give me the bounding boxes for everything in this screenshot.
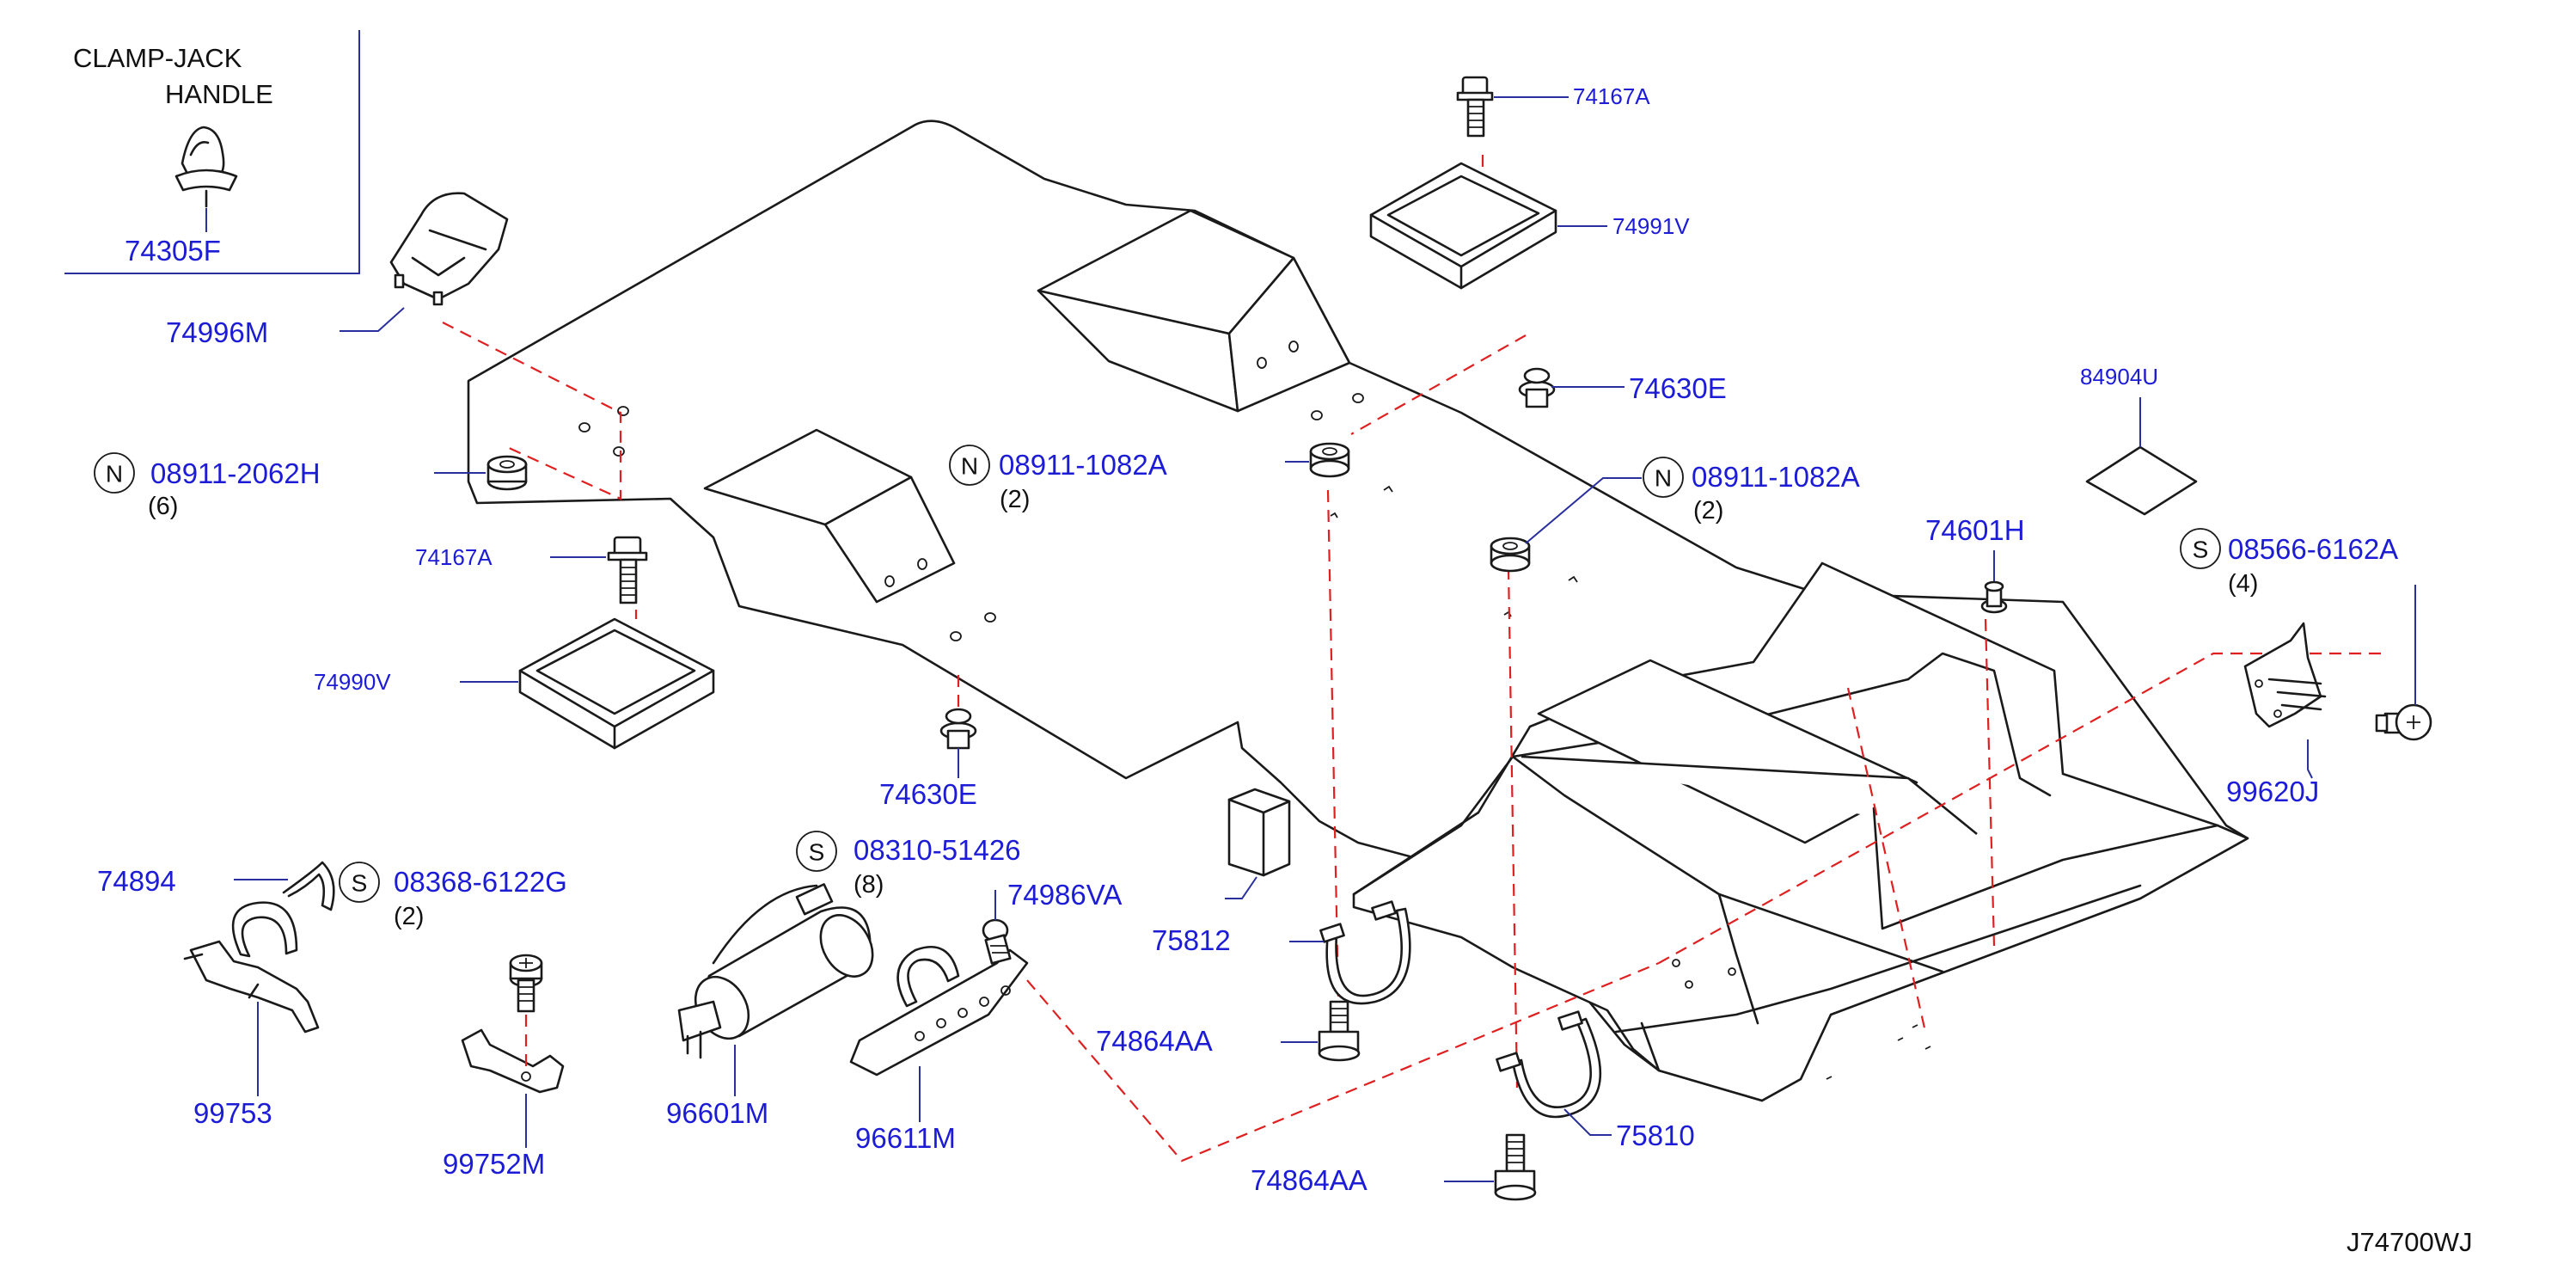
qty-08566-6162A: (4) bbox=[2228, 570, 2258, 598]
part-label-74864AA-lower[interactable]: 74864AA bbox=[1251, 1164, 1368, 1196]
strap-75810-icon bbox=[1496, 1010, 1602, 1119]
symbol-N-08911-1082A-left: N bbox=[949, 445, 990, 486]
bolt-74864AA-lower-icon bbox=[1494, 1133, 1537, 1201]
inset-caption-line2: HANDLE bbox=[165, 79, 273, 109]
svg-text:N: N bbox=[961, 453, 978, 480]
part-label-74864AA-upper[interactable]: 74864AA bbox=[1096, 1025, 1213, 1057]
diagram-code: J74700WJ bbox=[2347, 1227, 2472, 1257]
nut-08911-2062H-icon bbox=[486, 455, 528, 491]
nut-08911-1082A-right-icon bbox=[1490, 537, 1531, 573]
bracket-99752M-icon bbox=[461, 1028, 565, 1094]
qty-08911-2062H: (6) bbox=[148, 493, 178, 520]
symbol-S-08566-6162A: S bbox=[2180, 528, 2221, 569]
installation-lines bbox=[442, 155, 2381, 1163]
svg-text:S: S bbox=[809, 839, 825, 866]
bolt-74864AA-upper-icon bbox=[1318, 1000, 1361, 1062]
clip-74601H-icon bbox=[1980, 580, 2008, 614]
frame-74990V-icon bbox=[518, 617, 715, 750]
bracket-96611M-icon bbox=[849, 945, 1029, 1077]
part-label-75810[interactable]: 75810 bbox=[1616, 1120, 1695, 1151]
part-label-96601M[interactable]: 96601M bbox=[666, 1097, 768, 1129]
fire-extinguisher-96601M-icon bbox=[677, 883, 874, 1059]
part-label-74167A-top[interactable]: 74167A bbox=[1573, 83, 1650, 109]
part-label-74630E-right[interactable]: 74630E bbox=[1629, 372, 1727, 404]
part-label-96611M[interactable]: 96611M bbox=[855, 1122, 956, 1154]
qty-08310-51426: (8) bbox=[854, 871, 884, 899]
part-label-74991V[interactable]: 74991V bbox=[1612, 213, 1690, 239]
symbol-N-08911-1082A-right: N bbox=[1643, 457, 1684, 498]
bracket-74996M-icon bbox=[389, 192, 509, 306]
part-label-08368-6122G[interactable]: 08368-6122G bbox=[394, 866, 567, 898]
svg-text:S: S bbox=[352, 870, 368, 897]
svg-text:N: N bbox=[106, 461, 123, 488]
part-label-74601H[interactable]: 74601H bbox=[1925, 514, 2025, 546]
part-label-74986VA[interactable]: 74986VA bbox=[1007, 879, 1122, 911]
part-label-99752M[interactable]: 99752M bbox=[443, 1148, 545, 1180]
part-label-74996M[interactable]: 74996M bbox=[166, 316, 268, 348]
floor-under-cover bbox=[467, 120, 2249, 1102]
inset-clamp-jack-handle: CLAMP-JACK HANDLE 74305F bbox=[64, 30, 360, 274]
bolt-74167A-top-icon bbox=[1456, 76, 1494, 138]
screw-08310-51426-icon bbox=[982, 918, 1012, 965]
part-label-08911-2062H[interactable]: 08911-2062H bbox=[150, 457, 321, 489]
bolt-74167A-left-icon bbox=[607, 536, 648, 604]
sheet-84904U-icon bbox=[2085, 445, 2198, 516]
nut-08911-1082A-left-icon bbox=[1309, 442, 1350, 478]
part-label-84904U[interactable]: 84904U bbox=[2080, 364, 2158, 390]
panel-markers bbox=[1330, 485, 1931, 1080]
part-label-08310-51426[interactable]: 08310-51426 bbox=[854, 834, 1021, 866]
part-label-08566-6162A[interactable]: 08566-6162A bbox=[2228, 533, 2398, 565]
symbol-S-08310-51426: S bbox=[796, 831, 837, 872]
clamp-clip-icon bbox=[174, 126, 238, 208]
part-label-74305F[interactable]: 74305F bbox=[125, 235, 221, 267]
part-label-74630E-left[interactable]: 74630E bbox=[879, 778, 977, 810]
qty-08911-1082A-left: (2) bbox=[1000, 486, 1030, 513]
screw-08368-6122G-icon bbox=[509, 954, 543, 1013]
part-label-99753[interactable]: 99753 bbox=[193, 1097, 272, 1129]
symbol-S-08368-6122G: S bbox=[339, 862, 380, 903]
part-label-08911-1082A-left[interactable]: 08911-1082A bbox=[999, 449, 1167, 481]
svg-text:S: S bbox=[2193, 537, 2209, 563]
block-75812-icon bbox=[1227, 788, 1291, 877]
inset-caption-line1: CLAMP-JACK bbox=[73, 43, 242, 73]
qty-08368-6122G: (2) bbox=[394, 903, 424, 930]
part-label-74894[interactable]: 74894 bbox=[97, 865, 176, 897]
part-label-75812[interactable]: 75812 bbox=[1152, 924, 1231, 956]
clip-74894-icon bbox=[282, 861, 335, 911]
qty-08911-1082A-right: (2) bbox=[1693, 497, 1723, 525]
grommet-74630E-right-icon bbox=[1518, 367, 1556, 408]
screw-08566-6162A-icon bbox=[2375, 703, 2432, 741]
bracket-99753-icon bbox=[183, 901, 320, 1034]
part-label-74990V[interactable]: 74990V bbox=[314, 669, 391, 695]
svg-text:N: N bbox=[1655, 465, 1672, 492]
bracket-99620J-icon bbox=[2243, 622, 2327, 728]
part-label-74167A-left[interactable]: 74167A bbox=[415, 544, 493, 570]
symbol-N-08911-2062H: N bbox=[94, 452, 135, 494]
frame-74991V-icon bbox=[1369, 162, 1557, 290]
grommet-74630E-left-icon bbox=[939, 708, 977, 750]
inset-frame bbox=[64, 30, 360, 274]
part-label-99620J[interactable]: 99620J bbox=[2226, 776, 2319, 807]
part-label-08911-1082A-right[interactable]: 08911-1082A bbox=[1692, 461, 1860, 493]
